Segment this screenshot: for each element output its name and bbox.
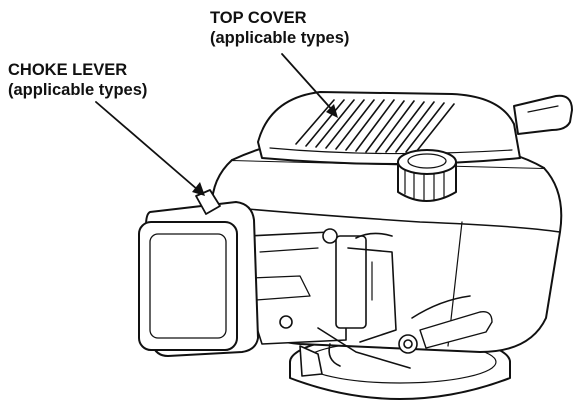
choke-lever	[195, 189, 221, 215]
leader-line-top-cover	[281, 53, 338, 118]
oil-filler-cap	[397, 149, 457, 202]
choke-lever-title: CHOKE LEVER	[8, 61, 128, 79]
top-cover	[257, 91, 521, 165]
top-cover-fins	[295, 99, 455, 153]
engine-internals	[247, 228, 493, 377]
top-cover-label: TOP COVER (applicable types)	[210, 8, 349, 48]
top-cover-note: (applicable types)	[210, 29, 350, 47]
air-cleaner	[138, 201, 259, 357]
top-cover-title: TOP COVER	[210, 9, 307, 27]
starter-handle	[513, 94, 573, 135]
leader-line-choke-lever	[95, 101, 205, 196]
choke-lever-note: (applicable types)	[8, 81, 148, 99]
choke-lever-label: CHOKE LEVER (applicable types)	[8, 60, 147, 100]
